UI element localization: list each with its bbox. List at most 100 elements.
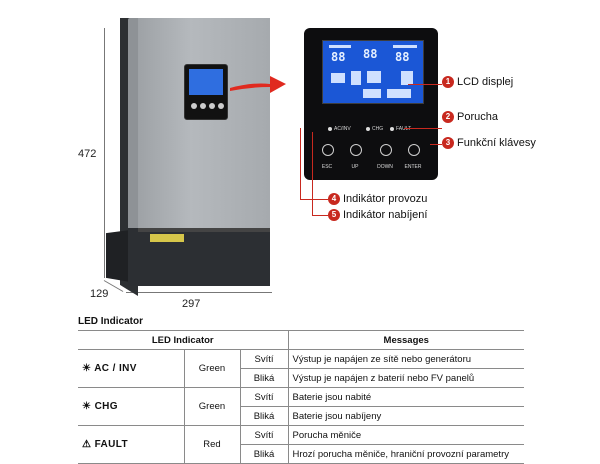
indicator-color: Green (183, 349, 240, 388)
indicator-fault: ⚠ FAULT (78, 425, 184, 464)
height-dimension-label: 472 (78, 148, 97, 160)
led-indicator-table: LED Indicator Messages ☀ AC / INV Green … (78, 330, 524, 464)
indicator-state: Svítí (239, 349, 288, 369)
callout-line-4-h (300, 199, 328, 200)
indicator-message: Výstup je napájen ze sítě nebo generátor… (287, 349, 524, 369)
inverter-control-panel-small (184, 64, 228, 120)
callout-number: 5 (328, 209, 340, 222)
indicator-message: Hrozí porucha měniče, hraniční provozní … (287, 444, 524, 464)
lcd-top-bar (329, 45, 351, 48)
led-ac-inv-dot (328, 126, 332, 131)
inverter-base-side (106, 230, 130, 282)
down-key-label: DOWN (377, 164, 393, 170)
callout-number: 4 (328, 193, 340, 206)
table-row: Bliká Baterie jsou nabíjeny (78, 406, 524, 426)
indicator-message: Baterie jsou nabíjeny (287, 406, 524, 426)
warning-icon: ⚠ (82, 439, 92, 450)
control-panel-detail: 88 88 88 AC/INV CHG FAULT ESC UP DOWN EN… (304, 28, 438, 180)
led-ac-inv-label: AC/INV (334, 126, 351, 132)
small-lcd (189, 69, 223, 95)
down-key[interactable] (380, 144, 392, 156)
lcd-digits-left: 88 (331, 50, 346, 64)
indicator-message: Výstup je napájen z baterií nebo FV pane… (287, 368, 524, 388)
width-dimension-label: 297 (182, 298, 201, 310)
height-dimension-line (104, 28, 105, 278)
indicator-label: CHG (94, 401, 118, 412)
small-button-2 (200, 103, 206, 109)
indicator-state: Bliká (239, 368, 288, 388)
lcd-inverter-icon (367, 71, 381, 83)
lcd-load-icon (401, 71, 413, 85)
led-chg: CHG (366, 126, 383, 132)
inverter-divider (138, 228, 270, 232)
callout-line-5-h (312, 215, 328, 216)
depth-dimension-label: 129 (90, 288, 109, 300)
lcd-battery-icon (363, 89, 381, 98)
indicator-label: FAULT (94, 439, 129, 450)
enter-key[interactable] (408, 144, 420, 156)
small-button-4 (218, 103, 224, 109)
callout-line-1 (408, 84, 442, 85)
callout-line-2 (404, 128, 442, 129)
indicator-message: Baterie jsou nabité (287, 387, 524, 407)
led-chg-label: CHG (372, 126, 384, 132)
led-fault-label: FAULT (396, 126, 412, 132)
lcd-display: 88 88 88 (322, 40, 424, 104)
led-ac-inv: AC/INV (328, 126, 351, 132)
esc-key-label: ESC (321, 164, 333, 170)
indicator-chg: ☀ CHG (78, 387, 184, 426)
lcd-solar-icon (331, 73, 345, 83)
table-row: ☀ AC / INV Green Svítí Výstup je napájen… (78, 349, 524, 388)
indicator-label: AC / INV (94, 363, 137, 374)
callout-number: 2 (442, 111, 454, 124)
table-row: ⚠ FAULT Red Svítí Porucha měniče (78, 425, 524, 464)
lcd-digits-right: 88 (395, 50, 410, 64)
callout-line-5-v (312, 132, 313, 216)
led-fault: FAULT (390, 126, 411, 132)
width-dimension-line (126, 292, 272, 293)
warning-sticker (150, 234, 184, 242)
led-fault-dot (390, 126, 394, 131)
led-chg-dot (366, 126, 370, 131)
table-row: ☀ CHG Green Svítí Baterie jsou nabité (78, 387, 524, 426)
arrow-right-icon (230, 76, 286, 93)
header-messages: Messages (287, 330, 524, 350)
up-key[interactable] (350, 144, 362, 156)
callout-label: LCD displej (457, 76, 514, 88)
callout-label: Porucha (457, 111, 498, 123)
indicator-state: Svítí (239, 387, 288, 407)
indicator-color: Green (183, 387, 240, 426)
callout-line-4-v (300, 128, 301, 200)
inverter-front-cover (138, 18, 270, 228)
lcd-digits-center: 88 (363, 47, 378, 61)
indicator-state: Bliká (239, 406, 288, 426)
callout-label: Indikátor nabíjení (343, 209, 428, 221)
enter-key-label: ENTER (404, 164, 422, 170)
callout-number: 3 (442, 137, 454, 150)
table-title: LED Indicator (78, 316, 144, 327)
sun-icon: ☀ (82, 401, 92, 412)
callout-label: Indikátor provozu (343, 193, 428, 205)
lcd-grid-icon (351, 71, 361, 85)
table-header-row: LED Indicator Messages (78, 330, 524, 350)
small-button-3 (209, 103, 215, 109)
callout-line-3 (430, 144, 442, 145)
esc-key[interactable] (322, 144, 334, 156)
header-led-indicator: LED Indicator (78, 330, 288, 350)
indicator-ac-inv: ☀ AC / INV (78, 349, 184, 388)
lcd-load-bar (387, 89, 411, 98)
product-illustration: 472 129 297 88 88 88 (78, 18, 536, 310)
indicator-state: Svítí (239, 425, 288, 445)
indicator-message: Porucha měniče (287, 425, 524, 445)
sun-icon: ☀ (82, 363, 92, 374)
callout-number: 1 (442, 76, 454, 89)
indicator-state: Bliká (239, 444, 288, 464)
small-button-1 (191, 103, 197, 109)
indicator-color: Red (183, 425, 240, 464)
up-key-label: UP (351, 164, 359, 170)
